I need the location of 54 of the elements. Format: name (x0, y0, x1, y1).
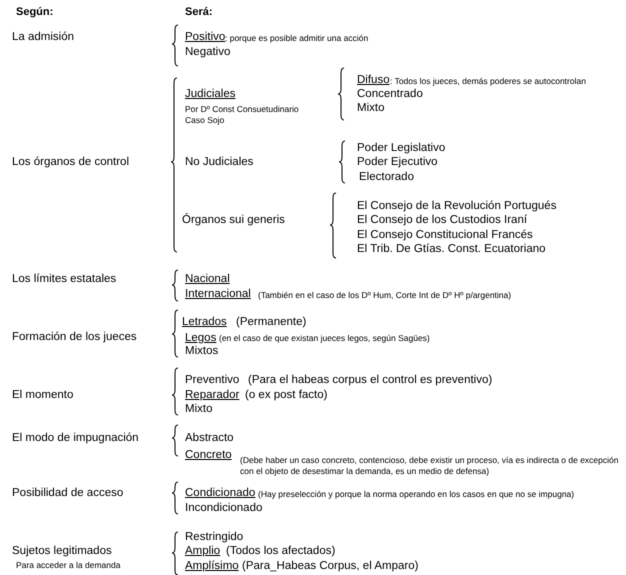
note-text: Caso Sojo (185, 114, 224, 127)
option-label: El Trib. De Gtías. Const. Ecuatoriano (357, 242, 546, 256)
option-label: Preventivo (185, 373, 240, 387)
option-label: Poder Ejecutivo (357, 155, 438, 169)
category-label: Sujetos legitimados (12, 544, 112, 558)
option-label: Incondicionado (185, 501, 262, 515)
category-label: Los límites estatales (12, 272, 116, 286)
option-label: Poder Legislativo (357, 141, 446, 155)
note-text: (Para_Habeas Corpus, el Amparo) (242, 559, 418, 573)
option-label: Abstracto (185, 431, 234, 445)
note-text: (Hay preselección y porque la norma operando en los casos en que no se impugna) (258, 488, 574, 501)
option-label: No Judiciales (185, 155, 254, 169)
category-label: Los órganos de control (12, 155, 129, 169)
option-label: Mixtos (185, 344, 218, 358)
note-text: Por Dº Const Consuetudinario (185, 103, 299, 116)
option-label: Amplio (185, 544, 220, 558)
option-label: Negativo (185, 45, 230, 59)
option-label: Mixto (357, 101, 384, 115)
note-text: (También en el caso de los Dº Hum, Corte Int de Dº Hº p/argentina) (258, 289, 512, 302)
option-label: Electorado (359, 170, 414, 184)
note-text: (Para el habeas corpus el control es preventivo) (248, 373, 492, 387)
option-label: Restringido (185, 530, 244, 544)
note-text: (Todos los afectados) (226, 544, 336, 558)
note-text: Para acceder a la demanda (16, 559, 120, 572)
option-label: El Consejo Constitucional Francés (357, 228, 533, 242)
option-label: Nacional (185, 272, 230, 286)
option-label: Letrados (182, 315, 227, 329)
note-text: (o ex post facto) (245, 388, 328, 402)
option-label: Concentrado (357, 87, 423, 101)
option-label: Mixto (185, 402, 212, 416)
option-label: Positivo (185, 30, 226, 44)
column-header: Será: (185, 5, 213, 19)
option-label: El Consejo de los Custodios Iraní (357, 213, 528, 227)
category-label: La admisión (12, 30, 74, 44)
option-label: Judiciales (185, 87, 236, 101)
option-label: Amplísimo (185, 559, 239, 573)
note-text: : porque es posible admitir una acción (225, 32, 368, 45)
option-label: Órganos sui generis (182, 213, 285, 227)
option-label: Condicionado (185, 486, 256, 500)
category-label: El modo de impugnación (12, 431, 139, 445)
note-text: (Permanente) (236, 315, 306, 329)
category-label: El momento (12, 388, 74, 402)
note-text: (Debe haber un caso concreto, contencioso, debe existir un proceso, vía es indirecta o de excepción con el objeto de desestimar la demanda, es un medio de defensa) (240, 455, 620, 477)
option-label: Concreto (185, 448, 232, 462)
option-label: Legos (185, 331, 216, 345)
note-text: : Todos los jueces, demás poderes se autocontrolan (390, 75, 586, 88)
option-label: El Consejo de la Revolución Portugués (357, 199, 556, 213)
option-label: Internacional (185, 287, 251, 301)
note-text: (en el caso de que existan jueces legos, según Sagües) (219, 332, 430, 345)
option-label: Difuso (357, 73, 390, 87)
category-label: Formación de los jueces (12, 330, 137, 344)
category-label: Posibilidad de acceso (12, 486, 124, 500)
option-label: Reparador (185, 388, 240, 402)
column-header: Según: (16, 5, 54, 19)
